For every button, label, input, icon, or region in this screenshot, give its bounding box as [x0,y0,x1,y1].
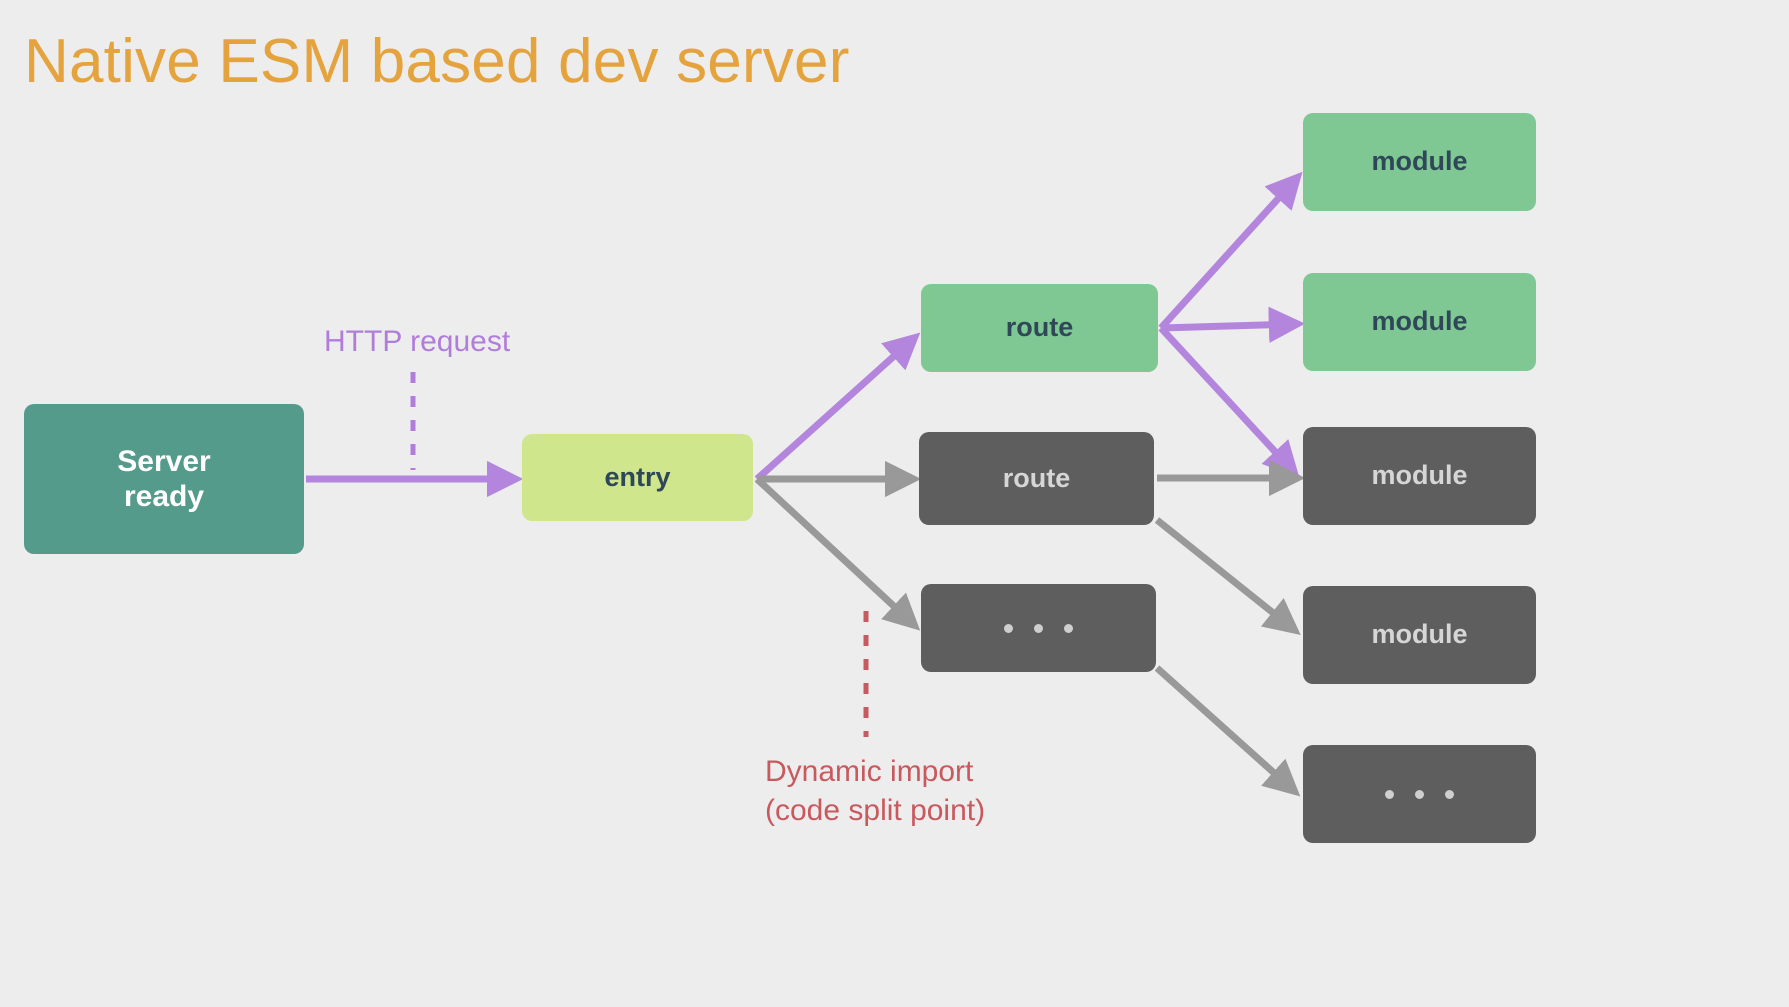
page-title: Native ESM based dev server [24,27,850,96]
node-label: module [1371,306,1468,337]
node-route-idle[interactable]: route [919,432,1154,525]
annotation-http-request: HTTP request [324,325,511,358]
node-label: route [1002,462,1071,493]
node-entry[interactable]: entry [522,434,753,521]
node-module-1[interactable]: module [1303,113,1536,211]
node-label: module [1371,146,1468,177]
node-label: route [1005,312,1074,343]
edge-route-active-to-module-1 [1158,171,1303,331]
node-module-more[interactable] [1303,745,1536,843]
node-label: entry [604,461,671,492]
edge-route-active-to-module-3 [1158,325,1300,479]
annotation-dynamic-import: Dynamic import (code split point) [765,755,986,827]
node-route-active[interactable]: route [921,284,1158,372]
node-module-2[interactable]: module [1303,273,1536,371]
ellipsis-icon [1004,623,1073,633]
edge-route-active-to-module-2 [1160,306,1306,343]
node-route-more[interactable] [921,584,1156,672]
node-module-4[interactable]: module [1303,586,1536,684]
node-label: Server ready [117,444,211,513]
node-module-3[interactable]: module [1303,427,1536,525]
node-label: module [1371,460,1468,491]
edge-entry-to-route-active [754,332,921,482]
edge-route-more-to-module-more [1154,665,1301,797]
node-label: module [1371,619,1468,650]
edge-entry-to-route-more [754,476,921,631]
node-server-ready[interactable]: Server ready [24,404,304,554]
ellipsis-icon [1385,789,1454,799]
edge-route-idle-to-module-4 [1154,517,1301,635]
